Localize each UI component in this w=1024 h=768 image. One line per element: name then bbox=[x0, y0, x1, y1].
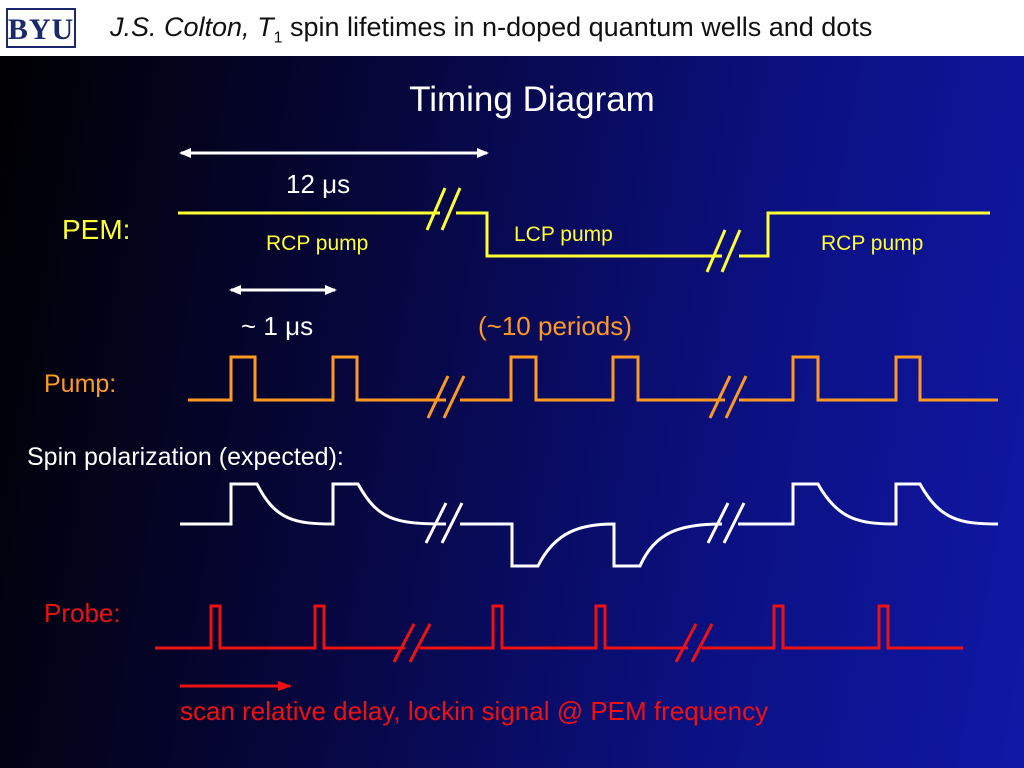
rcp-pump-right-label: RCP pump bbox=[821, 232, 924, 255]
spin-polarization-label: Spin polarization (expected): bbox=[27, 443, 344, 471]
pem-break-marks bbox=[425, 187, 742, 273]
spin-waveform bbox=[180, 482, 999, 568]
pump-label: Pump: bbox=[44, 370, 117, 398]
probe-waveform bbox=[155, 604, 963, 650]
t1-subscript: 1 bbox=[273, 29, 283, 47]
pem-label: PEM: bbox=[62, 214, 131, 245]
pem-waveform bbox=[178, 211, 990, 258]
logo-text: BYU bbox=[8, 13, 74, 46]
header-bar: BYU J.S. Colton, T1 spin lifetimes in n-… bbox=[0, 0, 1024, 56]
ten-periods-label: (~10 periods) bbox=[478, 311, 632, 341]
slide-title: Timing Diagram bbox=[409, 80, 655, 119]
period-1us-label: ~ 1 μs bbox=[241, 311, 314, 341]
t1-symbol: T bbox=[257, 12, 274, 42]
period-12us-label: 12 μs bbox=[286, 169, 351, 199]
probe-label: Probe: bbox=[44, 598, 121, 628]
probe-break-marks bbox=[392, 623, 714, 663]
scan-note: scan relative delay, lockin signal @ PEM… bbox=[180, 696, 769, 726]
spin-break-marks bbox=[424, 502, 746, 544]
author-name: J.S. Colton, bbox=[110, 12, 250, 42]
lcp-pump-label: LCP pump bbox=[514, 223, 613, 246]
byu-logo: BYU bbox=[6, 8, 76, 48]
header-title: J.S. Colton, T1 spin lifetimes in n-dope… bbox=[110, 12, 872, 47]
pump-waveform bbox=[188, 355, 998, 402]
header-title-rest: spin lifetimes in n-doped quantum wells … bbox=[282, 12, 873, 42]
pump-break-marks bbox=[426, 375, 748, 419]
rcp-pump-left-label: RCP pump bbox=[266, 232, 369, 255]
